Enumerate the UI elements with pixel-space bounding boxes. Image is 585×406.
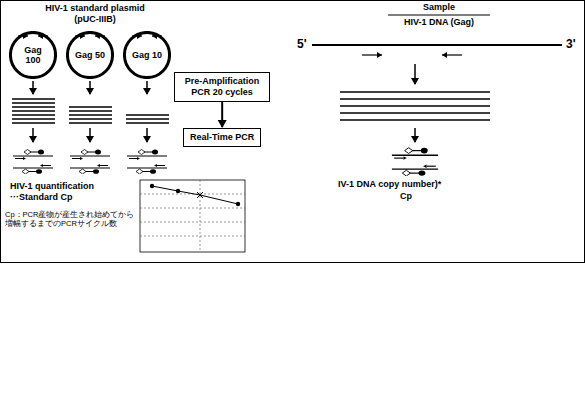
down-arrows	[414, 128, 416, 142]
frame	[1, 1, 585, 263]
plasmid-circle: Gag 10	[123, 31, 171, 79]
down-arrows	[32, 128, 34, 142]
down-arrows	[89, 81, 91, 94]
pcr-product-stack	[69, 122, 112, 123]
standard-curve-chart	[140, 222, 245, 223]
pcr-product-stack	[126, 122, 169, 123]
pcr-product-stack	[340, 98, 490, 99]
pcr-product-stack	[12, 114, 55, 115]
pcr-product-stack	[69, 110, 112, 111]
sample-dna	[312, 15, 562, 45]
standard-curve-chart	[200, 180, 201, 252]
pcr-product-stack	[12, 102, 55, 103]
pcr-product-stack	[12, 110, 55, 111]
pcr-product-stack	[340, 91, 490, 92]
down-arrows	[89, 128, 91, 142]
plasmid-circle: Gag 100	[9, 31, 57, 79]
sample-dna	[312, 44, 562, 46]
result-label: Cp	[400, 191, 412, 202]
node-text: Real-Time PCR	[190, 132, 254, 143]
pcr-product-stack	[12, 122, 55, 123]
taqman-probe-diagram	[13, 148, 438, 176]
heading: Sample	[399, 2, 479, 13]
pcr-product-stack	[126, 118, 169, 119]
node-text: Gag 50	[75, 50, 105, 60]
circle-outline	[10, 32, 55, 77]
heading: HIV-1 DNA (Gag)	[379, 17, 499, 28]
sample-dna	[388, 14, 490, 15]
taqman-probe-diagram	[127, 150, 167, 175]
standard-curve-chart	[140, 208, 245, 209]
pcr-product-stack	[340, 119, 490, 120]
standard-curve-chart	[140, 180, 245, 252]
standard-curve-chart	[140, 180, 245, 252]
process-box: Pre-Amplification PCR 20 cycles	[174, 72, 270, 102]
result-label: IV-1 DNA copy number)*	[338, 179, 441, 190]
down-arrows	[146, 81, 148, 94]
taqman-probe-diagram	[392, 148, 438, 176]
circle-outline	[124, 32, 169, 77]
heading: HIV-1 standard plasmid	[30, 3, 160, 14]
flow-arrow	[221, 102, 223, 127]
pcr-product-stack	[340, 112, 490, 113]
standard-curve-chart	[197, 192, 203, 198]
node-text: Pre-Amplification PCR 20 cycles	[181, 76, 263, 98]
frame	[1, 1, 585, 263]
pcr-product-stack	[12, 98, 55, 99]
pcr-product-stack	[69, 106, 112, 107]
pcr-product-stack	[12, 106, 55, 107]
pcr-product-stack	[126, 114, 169, 115]
node-text: Gag 100	[18, 45, 48, 66]
note: Cp：PCR産物が産生され始めてから増幅するまでのPCRサイクル数	[5, 210, 135, 228]
strand-end: 5'	[297, 37, 307, 51]
primer-arrows	[442, 54, 462, 55]
result-label: HIV-1 quantification ···Standard Cp	[10, 181, 110, 203]
node-text: Gag 10	[132, 50, 162, 60]
down-arrows	[146, 128, 148, 142]
standard-curve-chart	[236, 202, 240, 206]
strand-end: 3'	[566, 37, 576, 51]
pcr-product-stack	[69, 114, 112, 115]
primer-arrows	[362, 54, 382, 55]
down-arrows	[32, 81, 34, 94]
taqman-probe-diagram	[13, 150, 53, 175]
standard-curve-chart	[140, 236, 245, 237]
standard-curve-chart	[152, 186, 238, 204]
pcr-product-stack	[12, 118, 55, 119]
heading: (pUC-IIIB)	[30, 14, 160, 25]
pcr-product-stack	[69, 118, 112, 119]
down-arrows	[414, 64, 416, 84]
process-box: Real-Time PCR	[183, 128, 261, 147]
standard-curve-chart	[176, 189, 180, 193]
pcr-product-stack	[340, 105, 490, 106]
taqman-probe-diagram	[70, 150, 110, 175]
standard-curve-chart	[150, 184, 154, 188]
plasmid-circle: Gag 50	[66, 31, 114, 79]
circle-outline	[67, 32, 112, 77]
